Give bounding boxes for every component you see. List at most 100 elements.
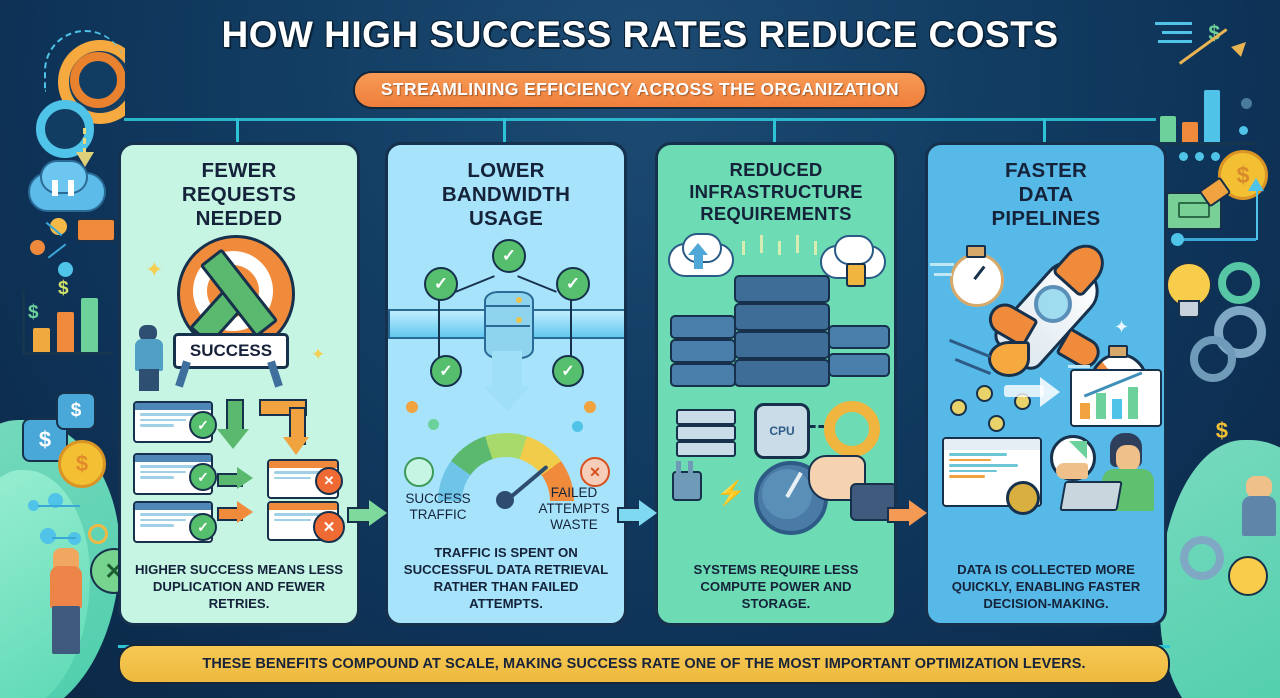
dot-icon: [1211, 152, 1220, 161]
footer-banner: THESE BENEFITS COMPOUND AT SCALE, MAKING…: [118, 644, 1170, 684]
card-titlebar: [135, 455, 211, 462]
panel-caption: SYSTEMS REQUIRE LESS COMPUTE POWER AND S…: [693, 562, 859, 612]
dot-icon: [1241, 98, 1252, 109]
power-plug-icon: [688, 461, 693, 473]
panel-lower-bandwidth-usage[interactable]: LOWER BANDWIDTH USAGE ✓ ✓ ✓: [385, 142, 627, 626]
person-icon: [52, 606, 80, 654]
network-link: [1180, 238, 1256, 241]
server-rack-icon: [670, 339, 736, 363]
dollar-sign-icon: $: [28, 302, 39, 323]
red-x-icon: ✕: [580, 457, 610, 487]
sparkle-icon: ✦: [1114, 317, 1130, 337]
gear-icon: [1214, 306, 1266, 358]
person-icon: [50, 566, 82, 608]
panel-caption: DATA IS COLLECTED MORE QUICKLY, ENABLING…: [951, 562, 1141, 612]
footer-banner-text: THESE BENEFITS COMPOUND AT SCALE, MAKING…: [202, 656, 1086, 672]
panel-title: FEWER REQUESTS NEEDED: [121, 145, 357, 232]
chart-bar: [1182, 122, 1198, 142]
card-line: [949, 464, 1019, 467]
hand-icon: [1056, 463, 1088, 479]
arrow-right-icon: [1004, 385, 1044, 397]
dollar-sign-icon: $: [1208, 22, 1220, 45]
panel-artwork: ✦: [928, 229, 1164, 551]
panel-fewer-requests-needed[interactable]: FEWER REQUESTS NEEDED ✦ ✦ SUCCESS: [118, 142, 360, 626]
check-badge-icon: ✓: [189, 463, 217, 491]
panel-faster-data-pipelines[interactable]: FASTER DATA PIPELINES ✦: [925, 142, 1167, 626]
server-rack-icon: [670, 363, 736, 387]
gauge-right-label-line: FAILED: [550, 485, 598, 500]
network-node-icon: [428, 419, 439, 430]
gauge-left-label-line: SUCCESS: [405, 491, 471, 506]
card-titlebar: [269, 503, 337, 510]
rocket-window-icon: [1034, 285, 1072, 323]
gear-icon: [824, 401, 880, 457]
panel-title-line: FEWER: [201, 159, 277, 182]
panel-reduced-infrastructure-requirements[interactable]: REDUCED INFRASTRUCTURE REQUIREMENTS: [655, 142, 897, 626]
page-title: HOW HIGH SUCCESS RATES REDUCE COSTS: [221, 14, 1059, 55]
arrow-head: [639, 500, 657, 526]
data-bubble-icon: [988, 415, 1005, 432]
arrow-right-icon: [237, 501, 253, 523]
card-line: [949, 469, 997, 472]
connector-rail-top: [124, 118, 1156, 121]
cloud-sync-icon: [40, 160, 88, 194]
gear-icon: [1180, 536, 1224, 580]
person-icon: [1242, 496, 1276, 536]
chart-bar: [1204, 90, 1220, 142]
card-line: [140, 418, 186, 421]
data-bubble-icon: [950, 399, 967, 416]
panel-artwork: CPU ⚡: [658, 229, 894, 551]
panel-title-line: PIPELINES: [991, 207, 1101, 231]
green-checkmark-icon: ✓: [552, 355, 584, 387]
lightning-bolt-icon: ⚡: [716, 480, 746, 507]
network-node-icon: [58, 262, 73, 277]
speed-lines-icon: [1068, 365, 1090, 368]
bar-chart-icon: [22, 290, 113, 355]
panel-caption: HIGHER SUCCESS MEANS LESS DUPLICATION AN…: [134, 562, 344, 612]
person-icon: [53, 548, 79, 570]
card-line: [140, 518, 186, 521]
error-badge-icon: ✕: [313, 511, 345, 543]
data-rain: [814, 241, 817, 255]
bar-chart-growth-icon: [1070, 369, 1162, 427]
panel-title-line: REQUIREMENTS: [700, 202, 852, 224]
panel-artwork: ✓ ✓ ✓ ✓ ✓ ✕: [388, 229, 624, 551]
elbow-arrow-icon: [283, 437, 309, 455]
speed-lines-icon: [934, 273, 952, 276]
server-rack-icon: [670, 315, 736, 339]
gauge-left-label: SUCCESS TRAFFIC: [396, 491, 480, 523]
network-link: [517, 275, 557, 293]
gauge-right-label-line: WASTE: [550, 517, 598, 533]
arrow-right-icon: [1040, 377, 1060, 407]
server-rack-icon: [734, 275, 830, 303]
arrow-head: [909, 500, 927, 526]
data-rain: [796, 235, 799, 253]
panel-title-line: DATA: [1018, 183, 1074, 207]
card-titlebar: [269, 461, 337, 468]
panel-title: LOWER BANDWIDTH USAGE: [388, 145, 624, 232]
person-icon: [139, 369, 159, 391]
connector-drop: [773, 118, 776, 144]
storage-disk-icon: [676, 409, 736, 425]
sparkle-icon: ✦: [145, 257, 164, 282]
dollar-sign-icon: $: [1215, 418, 1228, 443]
server-rack-icon: [734, 303, 830, 331]
chart-bar: [1112, 399, 1122, 419]
gear-icon: [1218, 262, 1260, 304]
network-link: [47, 243, 67, 259]
panel-title-line: REDUCED: [729, 159, 823, 180]
card-line: [140, 465, 206, 468]
network-link: [52, 537, 76, 539]
chat-bubble-icon: [76, 218, 116, 242]
down-arrow-icon: [492, 351, 522, 391]
upload-arrow-icon: [694, 251, 703, 269]
chart-bar: [33, 328, 50, 352]
panel-title-line: BANDWIDTH: [441, 183, 571, 207]
ring-icon: [88, 524, 108, 544]
bar-chart-growth-icon: [1155, 72, 1258, 145]
coin-icon: $: [1218, 150, 1268, 200]
network-link: [455, 275, 495, 293]
panel-artwork: ✦ ✦ SUCCESS ✓: [121, 229, 357, 551]
power-plug-icon: [676, 461, 681, 473]
cloud-sync-icon: [52, 180, 58, 196]
